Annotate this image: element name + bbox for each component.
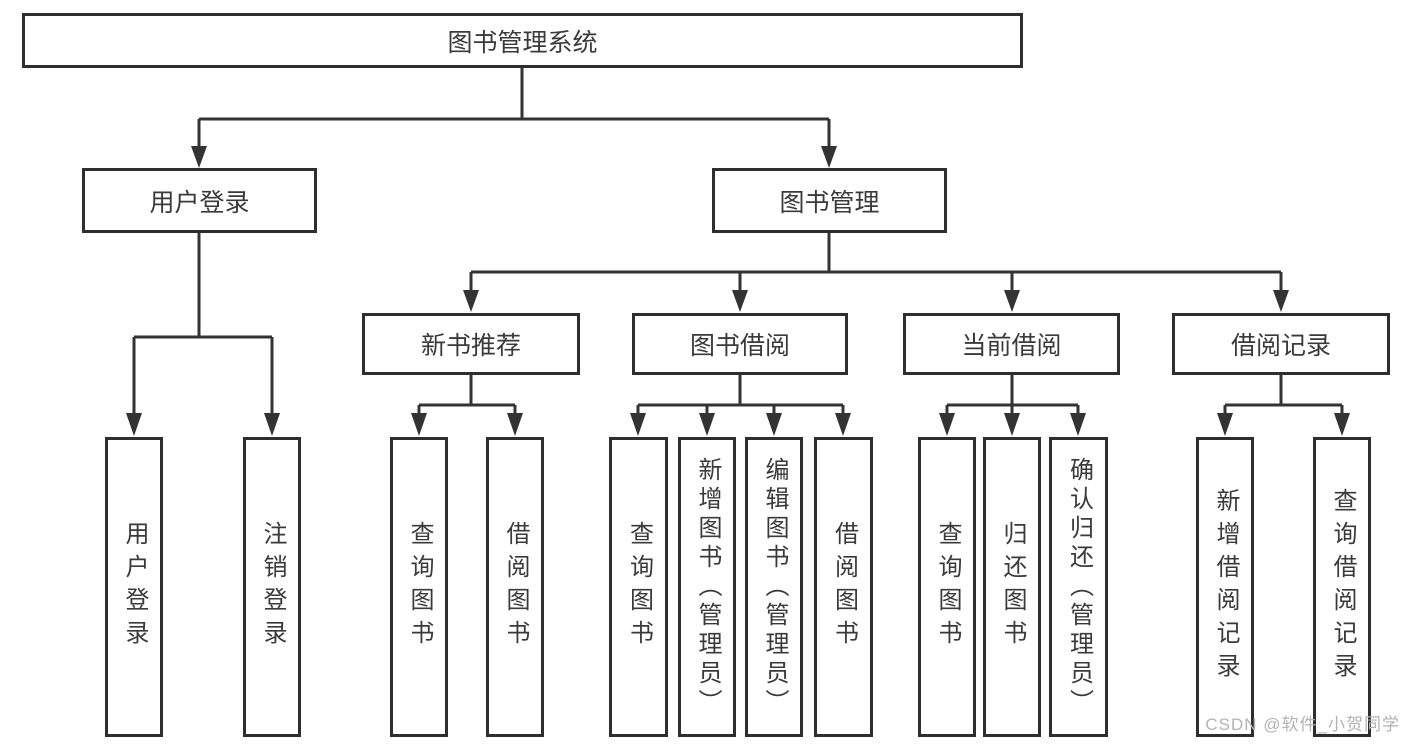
leaf-records-add-record: 新增借阅记录 <box>1196 437 1254 737</box>
leaf-borrow-query-books: 查询图书 <box>609 437 668 737</box>
leaf-records-query-record: 查询借阅记录 <box>1313 437 1371 737</box>
leaf-borrow-borrow-books-label: 借阅图书 <box>830 521 858 653</box>
connector-book-mgmt-to-level3 <box>463 233 1289 312</box>
leaf-logout-label: 注销登录 <box>259 521 286 653</box>
arrow-down-icon <box>1334 413 1350 436</box>
arrow-down-icon <box>821 146 837 168</box>
node-book-management-label: 图书管理 <box>779 188 880 217</box>
leaf-current-return-books-label: 归还图书 <box>999 521 1026 653</box>
node-borrow-records: 借阅记录 <box>1172 313 1390 375</box>
leaf-borrow-query-books-label: 查询图书 <box>625 521 653 653</box>
node-root-label: 图书管理系统 <box>447 28 598 57</box>
leaf-borrow-edit-books-admin: 编辑图书（管理员） <box>745 437 803 737</box>
leaf-user-login-label: 用户登录 <box>121 521 148 653</box>
node-new-book-recommend-label: 新书推荐 <box>420 332 521 360</box>
leaf-records-add-record-label: 新增借阅记录 <box>1212 488 1239 686</box>
leaf-borrow-edit-books-admin-label: 编辑图书（管理员） <box>761 456 788 718</box>
arrow-down-icon <box>766 413 782 436</box>
node-borrow-records-label: 借阅记录 <box>1230 332 1331 360</box>
node-book-management: 图书管理 <box>712 168 947 233</box>
leaf-newbook-borrow-books: 借阅图书 <box>486 437 544 737</box>
arrow-down-icon <box>507 413 523 436</box>
leaf-records-query-record-label: 查询借阅记录 <box>1329 488 1356 686</box>
watermark: CSDN @软件_小贺同学 <box>1205 715 1400 734</box>
connector-borrow-records-to-leaves <box>1217 375 1350 436</box>
arrow-down-icon <box>1004 290 1020 312</box>
node-root: 图书管理系统 <box>22 13 1023 68</box>
leaf-current-return-books: 归还图书 <box>983 437 1041 737</box>
arrow-down-icon <box>835 413 851 436</box>
arrow-down-icon <box>1004 413 1020 436</box>
leaf-current-query-books-label: 查询图书 <box>934 521 961 653</box>
connector-new-book-to-leaves <box>411 375 523 436</box>
node-book-borrow-label: 图书借阅 <box>689 332 790 360</box>
node-new-book-recommend: 新书推荐 <box>362 313 580 375</box>
leaf-borrow-add-books-admin-label: 新增图书（管理员） <box>694 456 721 718</box>
connector-current-borrow-to-leaves <box>939 375 1086 436</box>
connector-book-borrow-to-leaves <box>630 375 851 436</box>
node-user-login: 用户登录 <box>82 168 317 233</box>
arrow-down-icon <box>1070 413 1086 436</box>
arrow-down-icon <box>699 413 715 436</box>
arrow-down-icon <box>126 413 142 436</box>
node-current-borrow: 当前借阅 <box>903 313 1120 375</box>
node-user-login-label: 用户登录 <box>149 188 250 217</box>
node-current-borrow-label: 当前借阅 <box>961 332 1062 360</box>
leaf-newbook-query-books-label: 查询图书 <box>406 521 433 653</box>
leaf-logout: 注销登录 <box>243 437 301 737</box>
leaf-user-login: 用户登录 <box>105 437 163 737</box>
leaf-newbook-borrow-books-label: 借阅图书 <box>502 521 529 653</box>
arrow-down-icon <box>630 413 646 436</box>
arrow-down-icon <box>732 290 748 312</box>
arrow-down-icon <box>411 413 427 436</box>
leaf-borrow-add-books-admin: 新增图书（管理员） <box>678 437 736 737</box>
leaf-newbook-query-books: 查询图书 <box>390 437 448 737</box>
connector-user-login-to-leaves <box>126 233 280 436</box>
connector-root-to-level2 <box>191 68 837 168</box>
arrow-down-icon <box>1217 413 1233 436</box>
leaf-current-confirm-return-admin: 确认归还（管理员） <box>1049 437 1108 737</box>
node-book-borrow: 图书借阅 <box>632 313 848 375</box>
arrow-down-icon <box>939 413 955 436</box>
arrow-down-icon <box>191 146 207 168</box>
leaf-current-confirm-return-admin-label: 确认归还（管理员） <box>1065 456 1093 718</box>
leaf-current-query-books: 查询图书 <box>918 437 976 737</box>
arrow-down-icon <box>463 290 479 312</box>
arrow-down-icon <box>264 413 280 436</box>
arrow-down-icon <box>1273 290 1289 312</box>
leaf-borrow-borrow-books: 借阅图书 <box>814 437 873 737</box>
